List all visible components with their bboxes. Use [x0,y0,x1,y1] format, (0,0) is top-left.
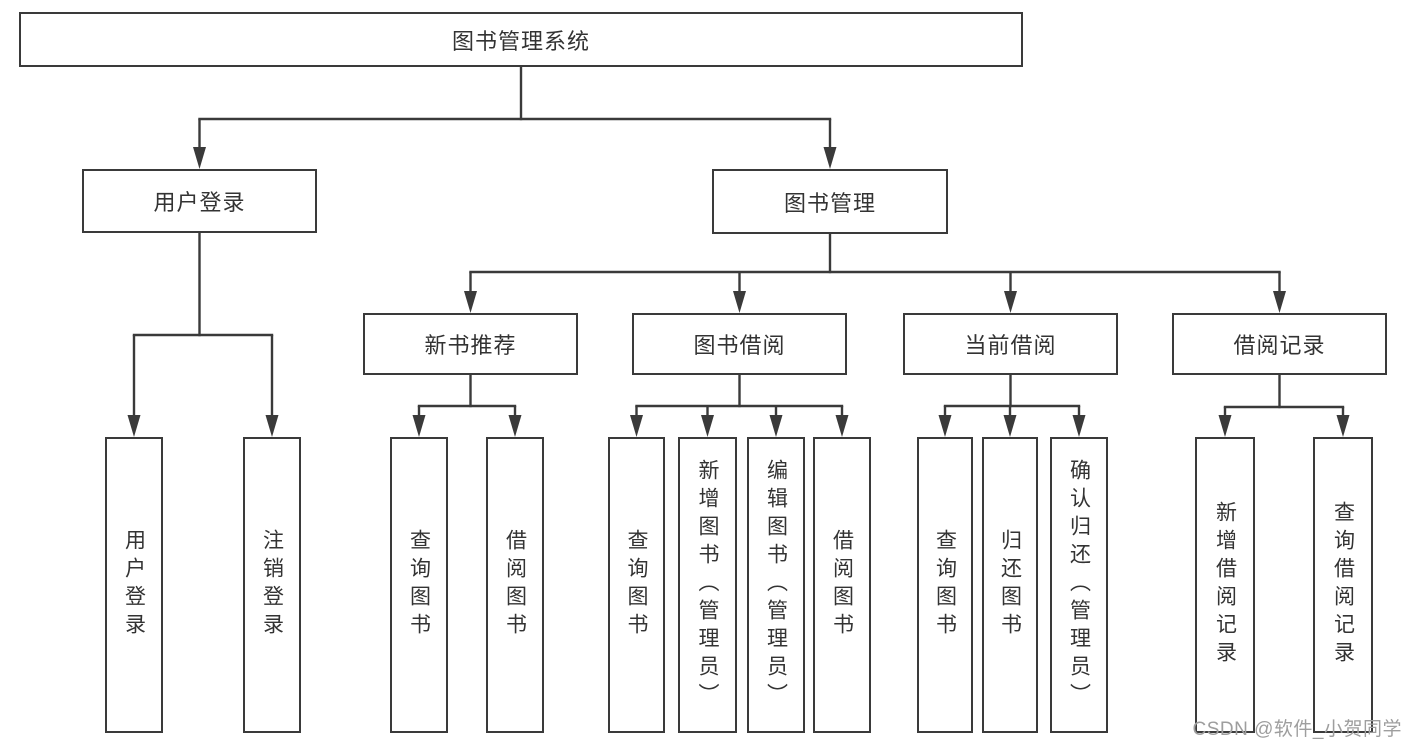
leaf-label: 新增图书（管理员） [696,459,719,711]
node-label-current-borrow: 当前借阅 [964,333,1057,358]
leaf-label: 借阅图书 [503,529,527,641]
diagram-leaf-borrow-book: 借阅图书 [813,437,871,733]
leaf-label: 注销登录 [260,529,284,641]
node-label-user-login: 用户登录 [153,190,246,215]
connector-new-book-recommend-branch [412,375,522,437]
connector-user-login-branch [127,233,279,437]
diagram-node-user-login: 用户登录 [82,169,317,233]
diagram-leaf-edit-book-admin: 编辑图书（管理员） [747,437,805,733]
diagram-leaf-query-book-current: 查询图书 [917,437,973,733]
connector-current-borrow-branch [938,375,1086,437]
csdn-watermark: CSDN @软件_小贺同学 [1192,719,1402,740]
leaf-label: 借阅图书 [830,529,854,641]
leaf-label: 编辑图书（管理员） [764,459,788,711]
diagram-leaf-add-borrow-record: 新增借阅记录 [1195,437,1255,733]
leaf-label: 查询图书 [407,529,431,641]
leaf-label: 归还图书 [998,529,1022,641]
leaf-label: 用户登录 [122,529,146,641]
diagram-leaf-borrow-book-recommend: 借阅图书 [486,437,544,733]
diagram-leaf-add-book-admin: 新增图书（管理员） [678,437,737,733]
connector-book-management-to-level3 [464,234,1286,313]
leaf-label: 查询借阅记录 [1331,501,1355,669]
node-label-borrow-record: 借阅记录 [1233,333,1326,358]
diagram-node-new-book-recommend: 新书推荐 [363,313,578,375]
leaf-label: 新增借阅记录 [1213,501,1237,669]
diagram-node-current-borrow: 当前借阅 [903,313,1118,375]
leaf-label: 查询图书 [625,529,648,641]
diagram-leaf-confirm-return-admin: 确认归还（管理员） [1050,437,1108,733]
diagram-leaf-query-borrow-record: 查询借阅记录 [1313,437,1373,733]
node-label-new-book-recommend: 新书推荐 [424,333,517,358]
diagram-node-book-borrow: 图书借阅 [632,313,847,375]
diagram-leaf-return-book: 归还图书 [982,437,1038,733]
diagram-leaf-user-login: 用户登录 [105,437,163,733]
node-label-root: 图书管理系统 [451,28,590,54]
connector-borrow-record-branch [1218,375,1350,437]
diagram-node-borrow-record: 借阅记录 [1172,313,1387,375]
diagram-node-root: 图书管理系统 [19,12,1023,67]
connector-book-borrow-branch [630,375,849,437]
diagram-node-book-management: 图书管理 [712,169,948,234]
connector-root-to-level2 [193,67,837,169]
leaf-label: 确认归还（管理员） [1067,459,1091,711]
node-label-book-management: 图书管理 [783,190,876,216]
leaf-label: 查询图书 [933,529,957,641]
diagram-leaf-logout: 注销登录 [243,437,301,733]
node-label-book-borrow: 图书借阅 [693,333,786,358]
diagram-leaf-query-book-recommend: 查询图书 [390,437,448,733]
diagram-leaf-query-book-borrow: 查询图书 [608,437,665,733]
